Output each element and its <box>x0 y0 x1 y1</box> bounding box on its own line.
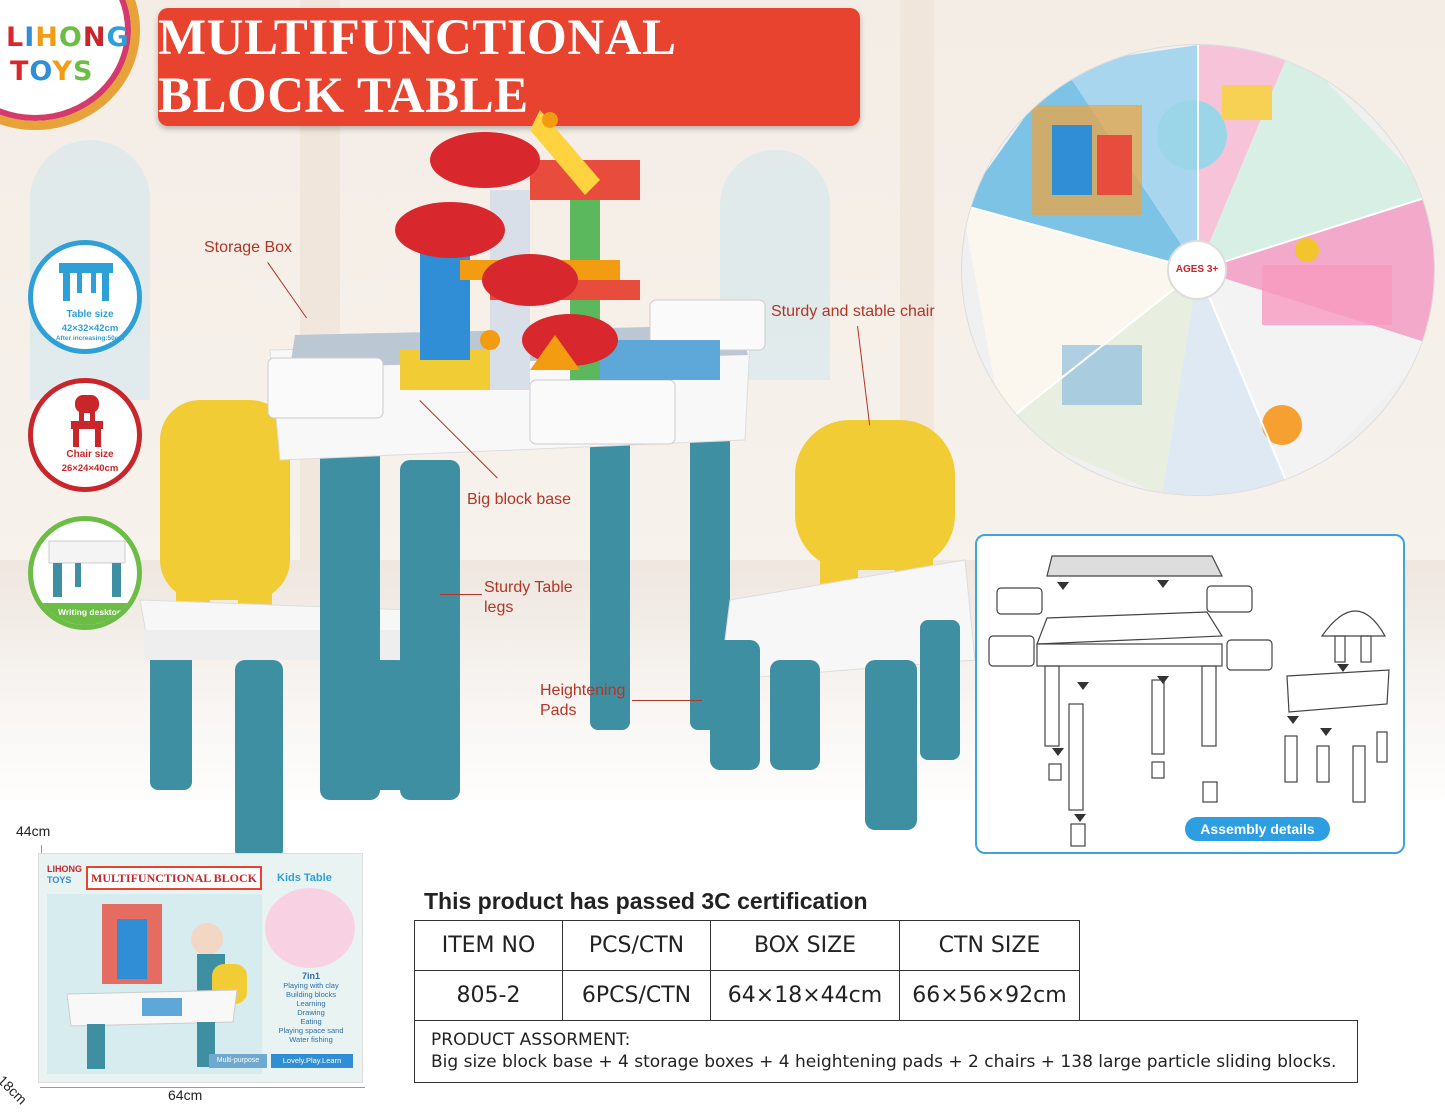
chair-icon <box>71 395 103 447</box>
chair-size-caption: Chair size <box>66 449 114 460</box>
callout-heightening-pads: Heightening Pads <box>540 681 625 721</box>
age-badge: AGES 3+ <box>1167 240 1227 300</box>
callout-block-base: Big block base <box>467 491 572 508</box>
box-width-label: 64cm <box>168 1087 203 1103</box>
table-icon <box>59 263 113 301</box>
brand-line-1: LIHONG <box>6 22 130 53</box>
assortment-text: Big size block base + 4 storage boxes + … <box>431 1052 1337 1072</box>
box-logo-line2: TOYS <box>47 875 72 885</box>
spec-header-pcs-ctn: PCS/CTN <box>562 920 711 971</box>
box-feature-list: 7in1 Playing with clay Building blocks L… <box>271 971 351 1045</box>
callout-table-legs-line1: Sturdy Table <box>484 579 573 596</box>
writing-desktop-icon: Writing desktop <box>28 516 142 630</box>
brand-letter: H <box>35 22 59 53</box>
right-chair <box>710 420 976 830</box>
box-collage-circle <box>265 888 355 968</box>
callout-pads-line2: Pads <box>540 702 577 719</box>
spec-table: ITEM NO PCS/CTN BOX SIZE CTN SIZE 805-2 … <box>414 920 1080 1021</box>
callout-line <box>632 700 702 701</box>
box-feature-item: Eating <box>300 1017 322 1026</box>
brand-line-2: TOYS <box>10 56 93 87</box>
box-feature-item: Water fishing <box>289 1035 333 1044</box>
callout-line <box>440 594 482 595</box>
brand-letter: T <box>10 56 30 87</box>
box-feature-item: Building blocks <box>285 990 337 999</box>
age-badge-text: AGES 3+ <box>1175 264 1219 275</box>
callout-table-legs: Sturdy Table legs <box>484 578 573 618</box>
table-size-caption: Table size <box>66 309 114 320</box>
box-multipurpose-tag: Multi-purpose <box>209 1054 267 1068</box>
activity-collage-segments <box>962 45 1434 495</box>
box-feature-item: Drawing <box>297 1008 325 1017</box>
brand-letter: I <box>24 22 36 53</box>
brand-letter: O <box>29 56 53 87</box>
spec-header-ctn-size: CTN SIZE <box>899 920 1080 971</box>
brand-letter: N <box>82 22 107 53</box>
callout-sturdy-chair: Sturdy and stable chair <box>771 303 935 320</box>
spec-item-no: 805-2 <box>414 970 563 1021</box>
assortment-label: PRODUCT ASSORMENT: <box>431 1030 631 1050</box>
brand-letter: Y <box>52 56 73 87</box>
spec-box-size: 64×18×44cm <box>710 970 900 1021</box>
box-width-line <box>40 1087 365 1088</box>
box-feature-item: Playing with clay <box>283 981 339 990</box>
writing-desktop-band <box>33 603 137 625</box>
table <box>267 299 766 800</box>
assembly-diagram-panel <box>975 534 1405 854</box>
callout-table-legs-line2: legs <box>484 599 514 616</box>
table-size-note: After increasing:50cm <box>55 335 125 342</box>
table-size-value: 42×32×42cm <box>61 323 119 334</box>
box-feature-item: Learning <box>296 999 326 1008</box>
box-slogan: Lovely.Play.Learn <box>271 1054 353 1068</box>
spec-value-row: 805-2 6PCS/CTN 64×18×44cm 66×56×92cm <box>414 970 1080 1021</box>
spec-pcs-ctn: 6PCS/CTN <box>562 970 711 1021</box>
spec-header-box-size: BOX SIZE <box>710 920 900 971</box>
writing-desktop-caption: Writing desktop <box>57 607 123 617</box>
marble-run-blocks <box>395 110 640 390</box>
brand-letter: S <box>72 56 94 87</box>
product-box-image: LIHONG TOYS MULTIFUNCTIONAL BLOCK TABLE … <box>38 853 363 1083</box>
table-size-icon: Table size 42×32×42cm After increasing:5… <box>28 240 142 354</box>
brand-letter: L <box>6 22 25 53</box>
brand-logo-text: TOYS <box>10 56 93 87</box>
box-features-title: 7in1 <box>301 971 320 981</box>
box-product-art <box>47 894 262 1074</box>
callout-pads-line1: Heightening <box>540 682 626 699</box>
assembly-details-label: Assembly details <box>1185 817 1330 841</box>
callout-storage-box: Storage Box <box>204 239 293 256</box>
box-title: MULTIFUNCTIONAL BLOCK TABLE <box>86 866 262 905</box>
box-logo: LIHONG TOYS <box>47 864 82 886</box>
spec-header-item-no: ITEM NO <box>414 920 563 971</box>
product-illustration <box>139 110 976 860</box>
page-title: MULTIFUNCTIONAL BLOCK TABLE <box>158 10 674 124</box>
title-banner: MULTIFUNCTIONAL BLOCK TABLE <box>158 8 860 126</box>
chair-size-icon: Chair size 26×24×40cm <box>28 378 142 492</box>
box-depth-label: 18cm <box>0 1072 31 1108</box>
spec-ctn-size: 66×56×92cm <box>899 970 1080 1021</box>
box-logo-line1: LIHONG <box>47 864 82 874</box>
certification-note: This product has passed 3C certification <box>424 888 868 914</box>
chair-size-value: 26×24×40cm <box>61 463 119 474</box>
brand-letter: G <box>106 22 130 53</box>
product-assortment: PRODUCT ASSORMENT: Big size block base +… <box>414 1020 1358 1083</box>
box-kids-label: Kids Table <box>277 872 332 884</box>
brand-logo-text: LIHONG <box>6 22 130 53</box>
activity-collage: AGES 3+ <box>962 45 1434 495</box>
desk-icon <box>48 540 126 597</box>
spec-header-row: ITEM NO PCS/CTN BOX SIZE CTN SIZE <box>414 920 1080 971</box>
box-feature-item: Playing space sand <box>278 1026 344 1035</box>
box-height-label: 44cm <box>16 823 51 839</box>
brand-letter: O <box>58 22 83 53</box>
assembly-diagram <box>988 555 1390 847</box>
